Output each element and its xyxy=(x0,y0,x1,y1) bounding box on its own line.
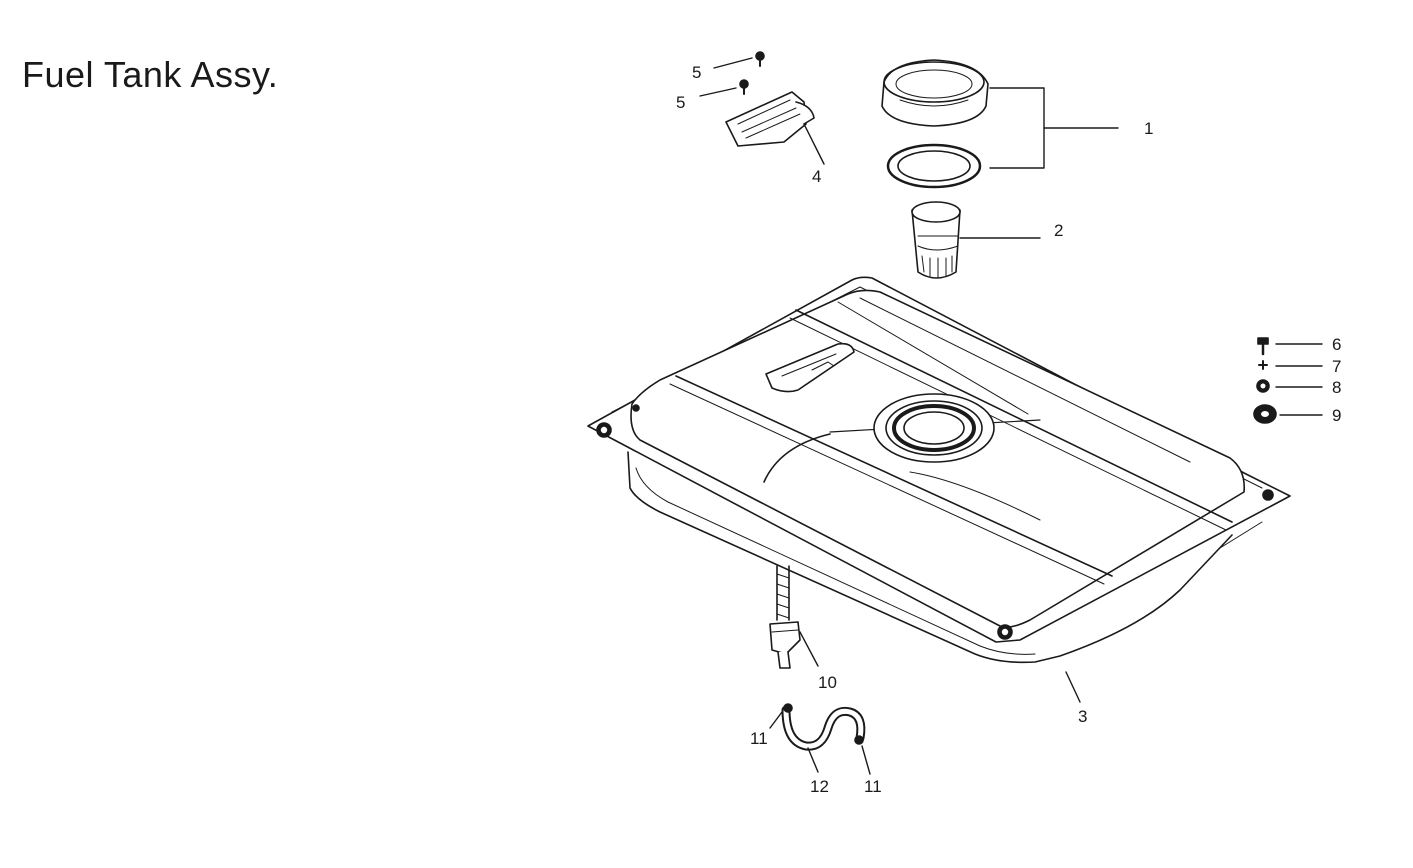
grommet-9 xyxy=(1253,404,1323,424)
cap-gasket xyxy=(886,143,982,189)
callout-5b: 5 xyxy=(676,93,685,112)
collar-8 xyxy=(1256,379,1323,393)
callout-2: 2 xyxy=(1054,221,1063,240)
callout-12: 12 xyxy=(810,777,829,796)
fuel-tank xyxy=(587,276,1291,664)
callout-10: 10 xyxy=(818,673,837,692)
callout-7: 7 xyxy=(1332,357,1341,376)
screw-5b xyxy=(699,79,749,97)
fuel-cap xyxy=(881,59,989,127)
screw-5a xyxy=(713,51,765,69)
callout-11a: 11 xyxy=(750,729,768,748)
fuel-hose xyxy=(781,705,866,773)
callout-6: 6 xyxy=(1332,335,1341,354)
callout-4: 4 xyxy=(812,167,821,186)
diagram-title: Fuel Tank Assy. xyxy=(22,54,279,95)
callout-8: 8 xyxy=(1332,378,1341,397)
tank-bracket xyxy=(725,91,825,165)
callout-leader-3 xyxy=(1065,671,1081,703)
callout-9: 9 xyxy=(1332,406,1341,425)
fuel-strainer xyxy=(911,201,1041,279)
callout-1: 1 xyxy=(1144,119,1153,138)
fuel-cock xyxy=(769,565,819,669)
callout-11b: 11 xyxy=(864,777,882,796)
callout-5a: 5 xyxy=(692,63,701,82)
hose-clip-11b xyxy=(854,735,871,775)
bolt-6 xyxy=(1257,337,1323,356)
hose-clip-11a xyxy=(769,703,793,729)
washer-7 xyxy=(1258,360,1323,370)
callout-3: 3 xyxy=(1078,707,1087,726)
callout-leader-1 xyxy=(989,87,1119,169)
